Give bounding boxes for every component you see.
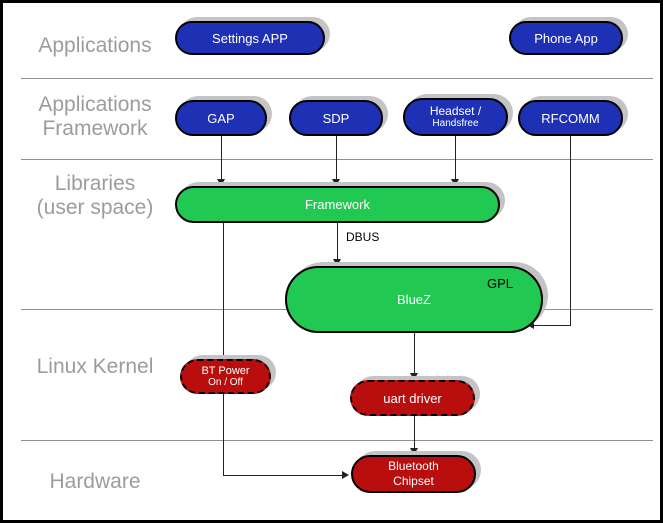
node-rfcomm: RFCOMM — [518, 100, 623, 136]
node-label: Handsfree — [432, 117, 479, 129]
layer-label-libraries-user-space: Libraries (user space) — [36, 172, 154, 219]
node-label: Chipset — [393, 474, 434, 488]
connector-framework-to-chipset-vertical — [223, 223, 224, 476]
node-label: BT Power — [201, 364, 250, 377]
connector-bluez-to-uart — [414, 333, 415, 374]
arrowhead-down-icon — [410, 448, 418, 455]
node-label: SDP — [322, 110, 350, 126]
connector-gap-to-framework — [221, 136, 222, 181]
connector-headset-to-framework — [455, 136, 456, 181]
node-bluetooth-chipset: Bluetooth Chipset — [351, 455, 476, 493]
node-label: GAP — [207, 110, 235, 126]
node-label: Bluetooth — [388, 459, 439, 473]
node-label: Framework — [304, 197, 370, 212]
node-sdp: SDP — [289, 100, 383, 136]
connector-framework-to-bluez-dbus — [337, 223, 338, 260]
node-label: BlueZ — [397, 292, 431, 307]
node-label: RFCOMM — [541, 110, 600, 126]
arrowhead-down-icon — [333, 259, 341, 266]
dbus-edge-label: DBUS — [346, 230, 380, 244]
arrowhead-down-icon — [217, 179, 225, 186]
node-headset-handsfree: Headset / Handsfree — [403, 98, 508, 136]
layer-label-applications: Applications — [38, 34, 152, 57]
node-bluez: GPL BlueZ — [285, 266, 543, 333]
node-framework: Framework — [175, 186, 500, 223]
node-phone-app: Phone App — [509, 21, 623, 55]
connector-uart-to-chipset — [414, 416, 415, 449]
layer-separator-line — [21, 159, 653, 160]
gpl-badge: GPL — [486, 276, 513, 291]
node-bt-power-on-off: BT Power On / Off — [180, 359, 271, 394]
layer-separator-line — [21, 78, 653, 79]
connector-sdp-to-framework — [336, 136, 337, 181]
arrowhead-down-icon — [410, 373, 418, 380]
connector-rfcomm-to-bluez-vertical — [570, 136, 571, 326]
layer-label-applications-framework: Applications Framework — [38, 93, 152, 140]
connector-rfcomm-to-bluez-horizontal — [534, 325, 571, 326]
node-settings-app: Settings APP — [175, 21, 325, 55]
layer-label-linux-kernel: Linux Kernel — [36, 355, 154, 378]
node-label: uart driver — [383, 390, 442, 406]
node-label: Headset / — [429, 103, 482, 118]
node-label: Phone App — [534, 30, 598, 46]
connector-framework-to-chipset-horizontal — [223, 475, 343, 476]
arrowhead-right-icon — [342, 471, 349, 479]
node-label: On / Off — [208, 376, 243, 388]
node-label: Settings APP — [212, 30, 288, 46]
layer-label-hardware: Hardware — [49, 470, 141, 493]
layer-separator-line — [21, 440, 653, 441]
node-uart-driver: uart driver — [350, 380, 475, 416]
node-gap: GAP — [175, 100, 267, 136]
arrowhead-down-icon — [332, 179, 340, 186]
arrowhead-down-icon — [451, 179, 459, 186]
